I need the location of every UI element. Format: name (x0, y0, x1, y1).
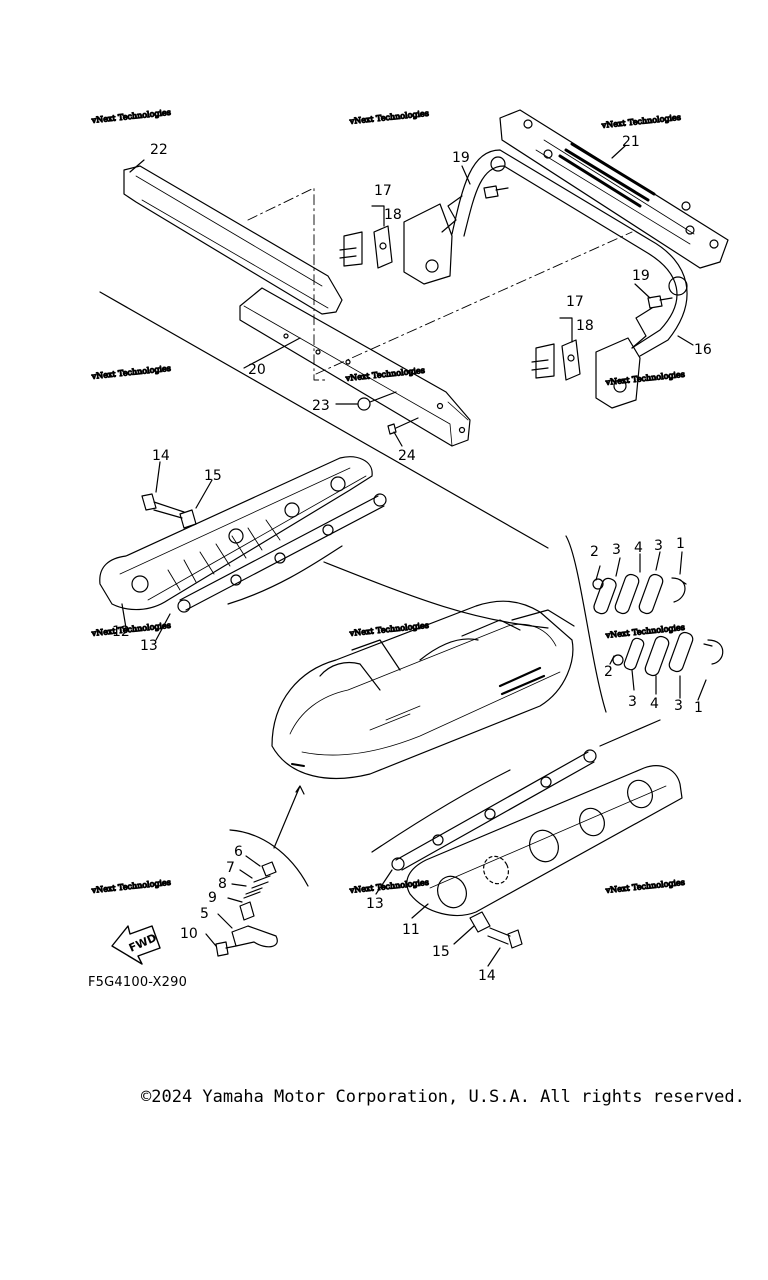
hardware-group (565, 535, 724, 713)
part-12-mat (99, 456, 373, 611)
callout-2: 2 (590, 544, 599, 560)
callout-2: 2 (604, 664, 613, 680)
callout-18: 18 (384, 207, 402, 223)
part-5-hook (231, 925, 278, 948)
callouts: 22 21 19 17 18 19 17 18 16 20 23 24 14 1… (112, 134, 712, 984)
callout-8: 8 (218, 876, 227, 892)
callout-3: 3 (674, 698, 683, 714)
watermark: vNext Technologies (604, 623, 685, 640)
watermark: vNext Technologies (344, 366, 425, 383)
callout-5: 5 (200, 906, 209, 922)
callout-17: 17 (374, 183, 392, 199)
watermark: vNext Technologies (348, 109, 429, 126)
callout-21: 21 (622, 134, 640, 150)
callout-3: 3 (654, 538, 663, 554)
diagram-reference-code: F5G4100-X290 (88, 975, 188, 990)
callout-15: 15 (432, 944, 450, 960)
callout-4: 4 (634, 540, 643, 556)
watermark: vNext Technologies (90, 364, 171, 381)
callout-9: 9 (208, 890, 217, 906)
part-11-mat (406, 765, 683, 916)
callout-16: 16 (694, 342, 712, 358)
watermark: vNext Technologies (604, 370, 685, 387)
part-17-studs (339, 231, 363, 267)
callout-10: 10 (180, 926, 198, 942)
callout-14: 14 (478, 968, 496, 984)
watermark: vNext Technologies (600, 113, 681, 130)
callout-18: 18 (576, 318, 594, 334)
callout-4: 4 (650, 696, 659, 712)
section-divider (99, 291, 549, 549)
watermark: vNext Technologies (348, 878, 429, 895)
part-15-spacer (179, 509, 197, 529)
callout-12: 12 (112, 624, 130, 640)
part-14-bolt (141, 493, 185, 519)
callout-3: 3 (628, 694, 637, 710)
part-22-bar (123, 165, 343, 315)
callout-1: 1 (676, 536, 685, 552)
hook-assembly: FWD (111, 785, 309, 965)
part-15-spacer-right (469, 911, 491, 933)
part-16-frame (451, 149, 688, 357)
callout-14: 14 (152, 448, 170, 464)
callout-19: 19 (632, 268, 650, 284)
watercraft-hull (271, 600, 575, 780)
callout-19: 19 (452, 150, 470, 166)
fwd-arrow: FWD (111, 925, 161, 965)
callout-7: 7 (226, 860, 235, 876)
part-13-rail-right (395, 751, 595, 871)
part-23-screw (357, 397, 371, 411)
callout-22: 22 (150, 142, 168, 158)
copyright-notice: ©2024 Yamaha Motor Corporation, U.S.A. A… (141, 1087, 745, 1107)
callout-3: 3 (612, 542, 621, 558)
part-10-bolt (215, 941, 237, 957)
fwd-label: FWD (127, 931, 159, 955)
callout-6: 6 (234, 844, 243, 860)
part-20-block (239, 287, 471, 447)
watermark: vNext Technologies (348, 621, 429, 638)
callout-13: 13 (140, 638, 158, 654)
callout-20: 20 (248, 362, 266, 378)
callout-24: 24 (398, 448, 416, 464)
part-18-plate (373, 225, 393, 269)
callout-17: 17 (566, 294, 584, 310)
callout-23: 23 (312, 398, 330, 414)
callout-13: 13 (366, 896, 384, 912)
callout-11: 11 (402, 922, 420, 938)
watermark: vNext Technologies (604, 878, 685, 895)
callout-15: 15 (204, 468, 222, 484)
left-mat-assembly (99, 456, 549, 641)
top-assembly (99, 109, 729, 549)
right-mat-assembly (371, 719, 683, 967)
part-14-bolt-right (487, 927, 523, 949)
part-24-screw (387, 417, 419, 435)
part-21-tray (499, 109, 729, 269)
watermark: vNext Technologies (90, 108, 171, 125)
watermark: vNext Technologies (90, 878, 171, 895)
callout-1: 1 (694, 700, 703, 716)
